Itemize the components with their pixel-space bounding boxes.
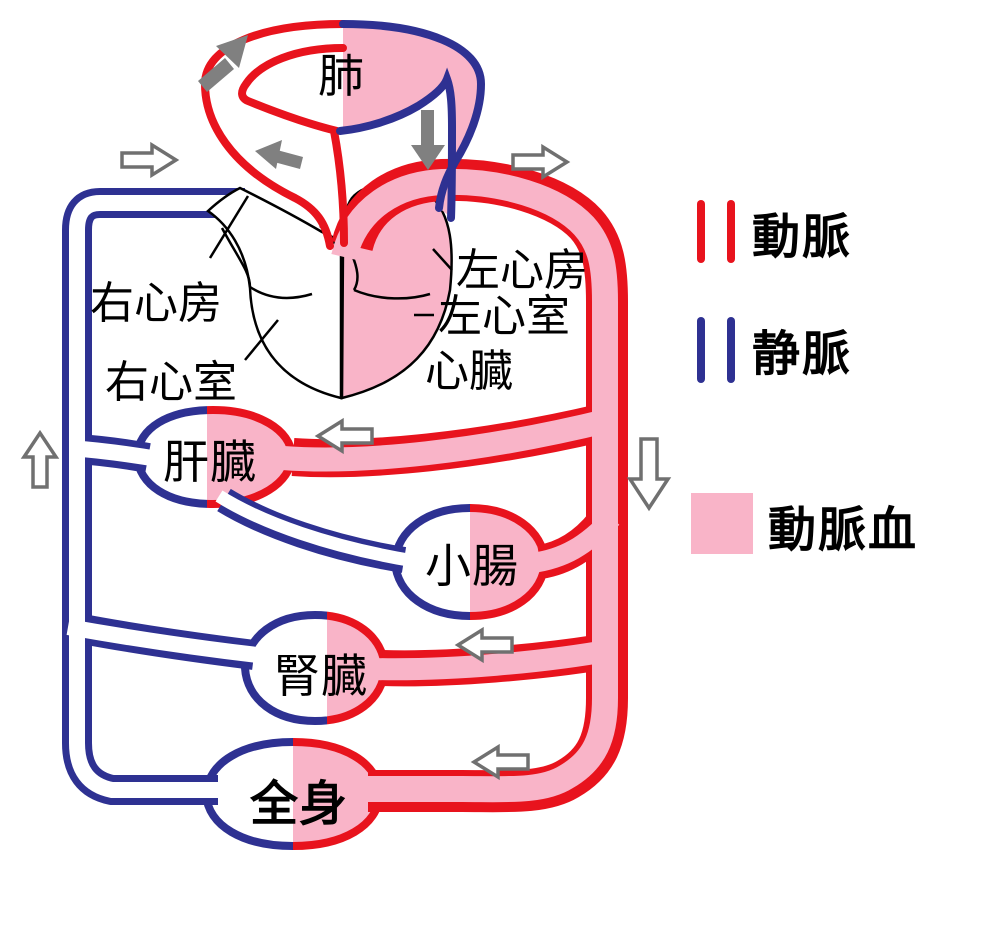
aorta-down-arrow — [626, 437, 672, 512]
hepatic-artery-lumen — [282, 408, 613, 472]
left-atrium-boundary-line — [353, 288, 431, 300]
kidney-vein-side — [240, 610, 327, 726]
liver-vein-side — [132, 406, 207, 508]
lung-in-arrow-head — [411, 145, 445, 170]
legend: 動脈 静脈 動脈血 — [691, 200, 918, 558]
right-atrium-boundary-line — [220, 227, 252, 288]
portal-vein-lumen — [215, 490, 416, 568]
legend-artery-label: 動脈 — [752, 209, 852, 265]
vein-legend-bar-2 — [727, 317, 735, 383]
aorta-out-right-arrow — [511, 143, 571, 181]
arterial-blood-legend-swatch — [691, 493, 753, 554]
renal-artery-lumen — [371, 639, 614, 681]
hepatic-flow-left-arrow — [314, 417, 374, 455]
right-atrium-leader — [208, 195, 250, 259]
pulmonary-flow-arrow-shaft — [274, 150, 303, 169]
pulmonary-artery-inner-line — [238, 44, 347, 135]
lung-in-arrow-shaft — [421, 110, 434, 148]
solid-arrows — [198, 35, 445, 170]
heart-right-side-chambers — [206, 186, 343, 400]
legend-arterial-blood-label: 動脈血 — [768, 502, 918, 558]
body-flow-left-arrow — [470, 743, 530, 781]
leader-lines — [208, 195, 453, 361]
hepatic-vein-lumen — [69, 440, 160, 467]
pulmonary-artery-outer-line — [200, 20, 347, 250]
pulmonary-artery-trunk-line — [330, 127, 348, 247]
renal-flow-left-arrow — [454, 626, 514, 664]
outline-arrows — [20, 141, 672, 781]
whole-body-label: 全身 — [249, 776, 348, 832]
intestine-vein-side — [390, 503, 470, 621]
flow-arrows — [20, 35, 672, 781]
liver-label: 肝臓 — [163, 435, 257, 489]
intestinal-artery-lumen — [530, 511, 620, 573]
pulmonary-vein-outer-line — [339, 20, 486, 212]
lung-out-arrow-shaft — [198, 58, 234, 92]
vena-cava-up-arrow — [20, 429, 60, 489]
vein-system — [62, 188, 416, 805]
small-intestine-label: 小腸 — [425, 539, 519, 593]
aorta-lumen — [331, 168, 618, 803]
pulmonary-vein-inner-line — [336, 67, 457, 222]
artery-system — [282, 158, 628, 813]
vein-up-right-arrow — [120, 141, 180, 179]
organ-labels: 肺 右心房 右心室 左心房 左心室 心臓 肝臓 小腸 腎臓 全身 — [90, 49, 588, 832]
left-ventricle-label: 左心室 — [438, 291, 570, 342]
renal-vein-lumen — [66, 619, 267, 664]
kidney-label: 腎臓 — [274, 649, 368, 703]
artery-legend-bar-2 — [727, 200, 735, 263]
left-atrium-label: 左心房 — [456, 245, 588, 296]
right-ventricle-label: 右心室 — [105, 357, 237, 408]
vena-cava-lumen — [69, 195, 252, 798]
whole-body-organ — [201, 737, 385, 851]
right-ventricle-leader — [244, 319, 279, 361]
right-ventricle-boundary-line — [249, 285, 313, 300]
lung-label: 肺 — [318, 49, 365, 103]
lung-out-arrow-head — [216, 35, 248, 68]
artery-legend-bar-1 — [697, 200, 705, 263]
body-vein-side — [201, 737, 293, 851]
heart-organ — [206, 182, 453, 400]
vein-legend-bar-1 — [697, 317, 705, 383]
legend-vein-label: 静脈 — [752, 326, 852, 382]
right-atrium-label: 右心房 — [90, 278, 222, 329]
lung-circuit — [200, 20, 486, 250]
left-atrium-leader — [432, 248, 453, 271]
heart-label: 心臓 — [425, 346, 513, 397]
pulmonary-flow-arrow-head — [255, 140, 282, 169]
